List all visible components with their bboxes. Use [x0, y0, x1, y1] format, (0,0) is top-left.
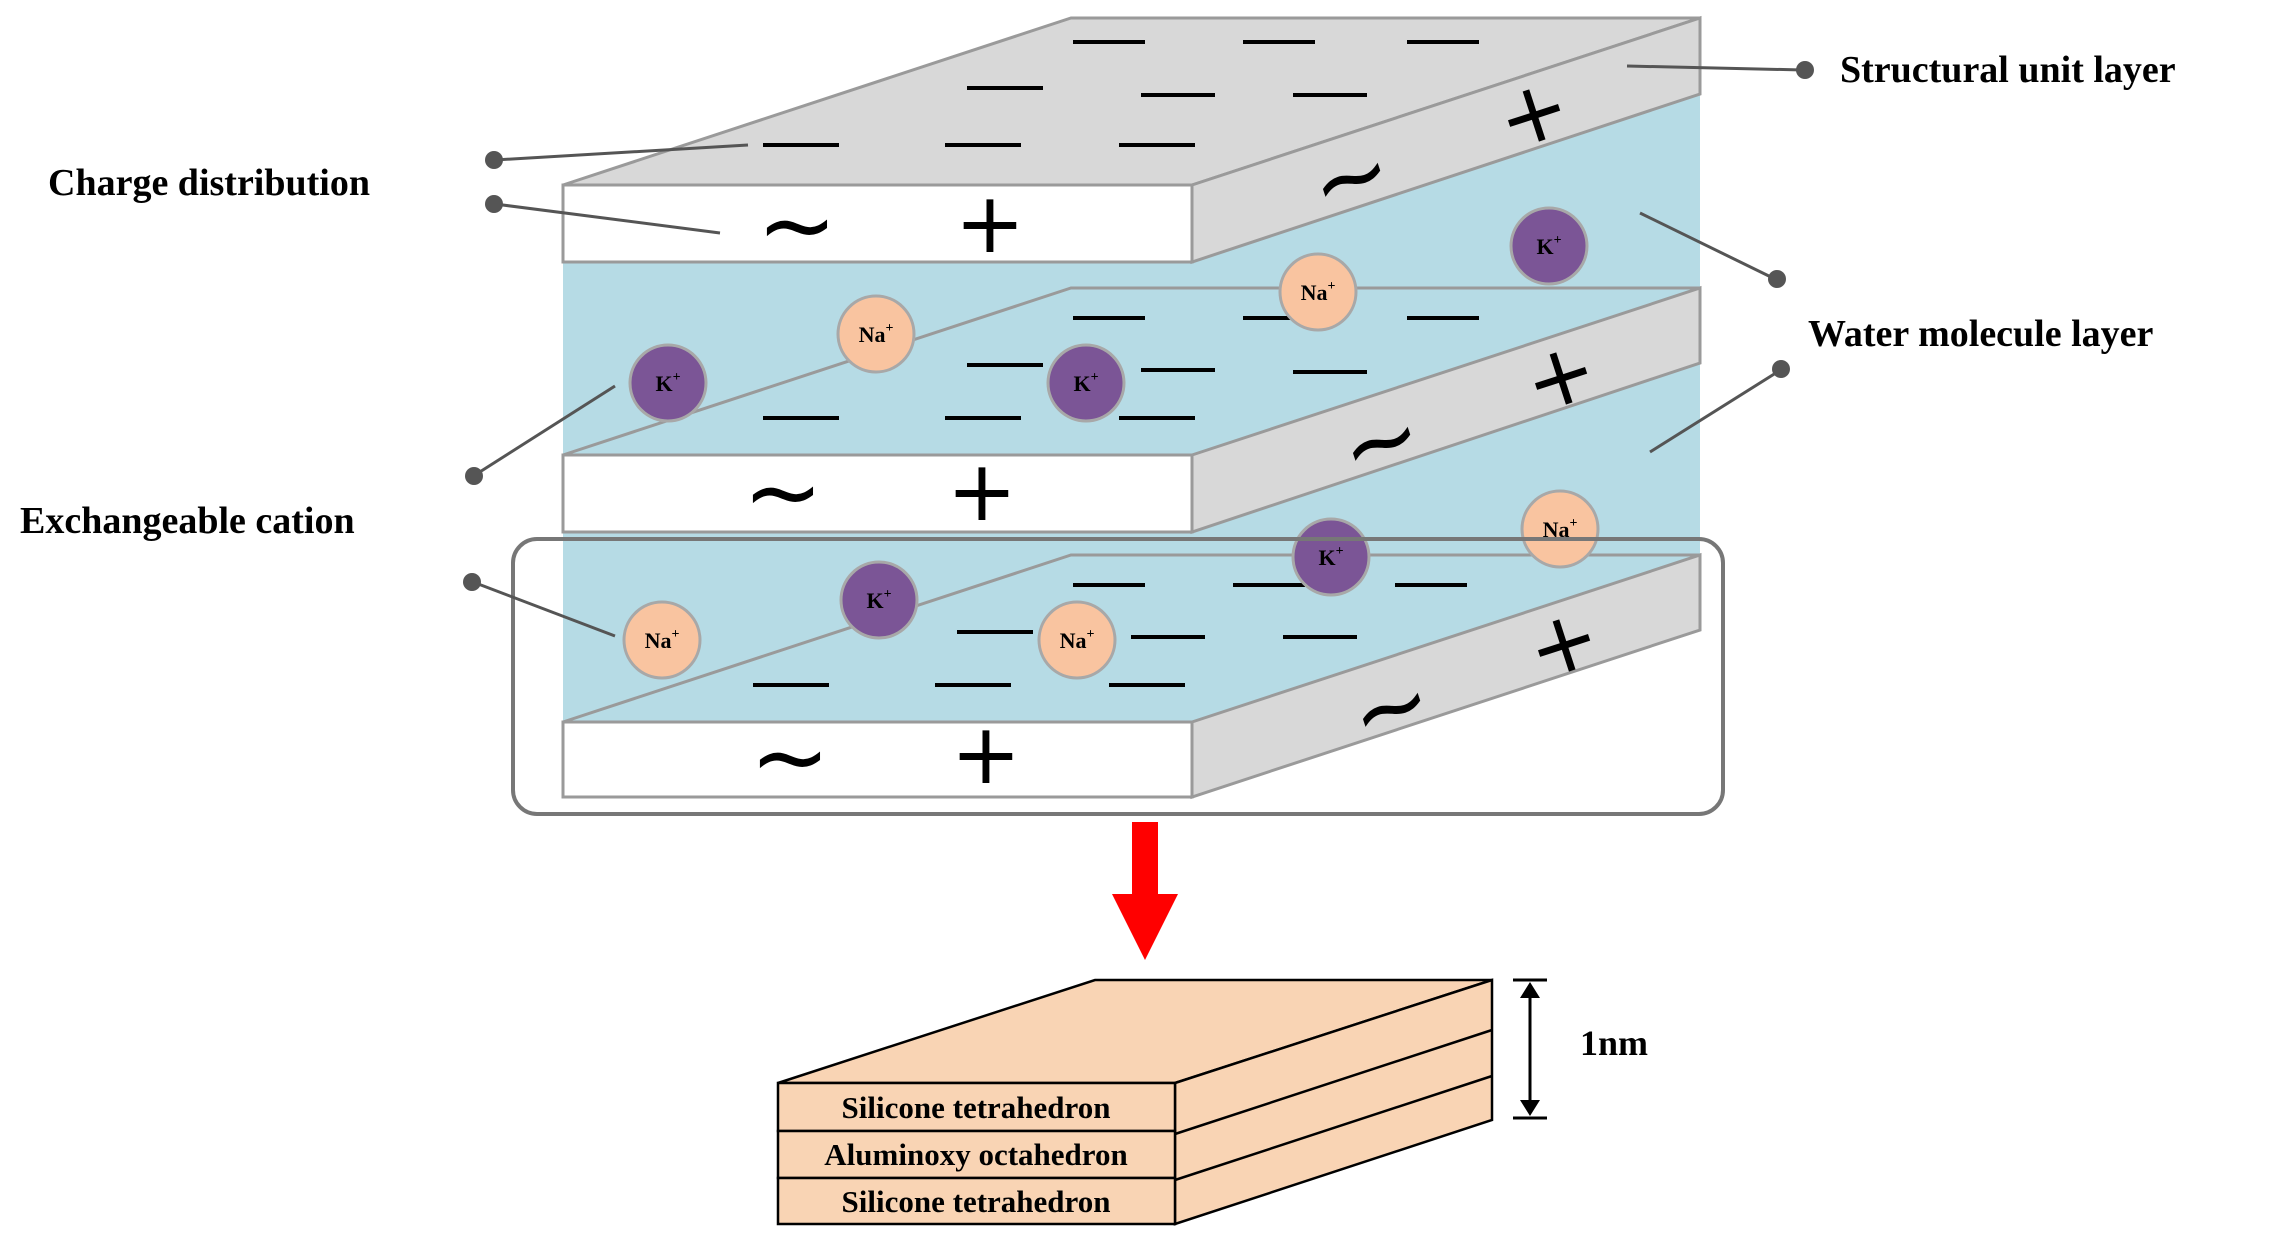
- exchangeable-cation-label: Exchangeable cation: [20, 500, 355, 542]
- svg-text:Na+: Na+: [1060, 627, 1095, 653]
- slab-layer-label: Silicone tetrahedron: [842, 1184, 1111, 1219]
- svg-text:Na+: Na+: [645, 627, 680, 653]
- slab-layer: [776, 1176, 1177, 1226]
- svg-text:K+: K+: [1536, 233, 1561, 259]
- layer-2-top-edge: [562, 286, 1700, 457]
- svg-text:K+: K+: [866, 587, 891, 613]
- selected-unit-frame: [511, 537, 1725, 816]
- layer-2-front-face: [561, 453, 1194, 534]
- potassium-ion: K+: [1046, 343, 1126, 423]
- slab-layer: [776, 1129, 1177, 1180]
- svg-text:K+: K+: [1073, 370, 1098, 396]
- structural-unit-layer-label: Structural unit layer: [1840, 49, 2176, 91]
- layer-2-negative-charges: [763, 316, 1479, 420]
- thickness-indicator: [1513, 978, 1547, 1120]
- sodium-ion: Na+: [1520, 489, 1600, 569]
- layer-2-front-plus: +: [947, 442, 1017, 540]
- water-layer-bottom-side: [1192, 363, 1700, 722]
- layer-1-front-tilde: ~: [757, 169, 837, 281]
- sodium-ion: Na+: [622, 600, 702, 680]
- slab-layer: [776, 1081, 1177, 1133]
- potassium-ion: K+: [839, 560, 919, 640]
- sodium-ion: Na+: [1037, 600, 1117, 680]
- slab-layer-label: Silicone tetrahedron: [842, 1090, 1111, 1125]
- layer-1-front-face: [561, 183, 1194, 264]
- svg-text:K+: K+: [1318, 544, 1343, 570]
- water-molecule-layers: [563, 94, 1700, 722]
- potassium-ion: K+: [628, 343, 708, 423]
- down-arrow-icon: [1112, 822, 1178, 960]
- sodium-ion: Na+: [1278, 252, 1358, 332]
- potassium-ion: K+: [1509, 206, 1589, 286]
- slab-layer-label: Aluminoxy octahedron: [824, 1137, 1127, 1172]
- structural-unit-layer-1: + ~ ~ +: [561, 15, 1702, 281]
- structural-unit-layer-3: + ~ ~ +: [561, 552, 1702, 813]
- unit-cell-slab: Silicone tetrahedron Aluminoxy octahedro…: [776, 978, 1494, 1226]
- layer-3-front-tilde: ~: [750, 701, 830, 813]
- structural-unit-layer-2: + ~ ~ +: [561, 285, 1702, 548]
- layer-1-front-plus: +: [955, 174, 1025, 272]
- layer-3-front-plus: +: [951, 705, 1021, 803]
- callout-lines: [463, 61, 1814, 638]
- svg-text:Na+: Na+: [859, 321, 894, 347]
- thickness-label: 1nm: [1580, 1023, 1648, 1063]
- sodium-ion: Na+: [836, 294, 916, 374]
- charge-distribution-label: Charge distribution: [48, 162, 370, 204]
- layer-2-front-tilde: ~: [743, 436, 823, 548]
- water-molecule-layer-label: Water molecule layer: [1808, 313, 2154, 355]
- potassium-ion: K+: [1291, 517, 1371, 597]
- layer-3-negative-charges: [753, 583, 1467, 687]
- svg-text:Na+: Na+: [1301, 279, 1336, 305]
- layer-1-negative-charges: [763, 40, 1479, 147]
- layer-3-top-edge: [562, 553, 1700, 724]
- svg-text:K+: K+: [655, 370, 680, 396]
- water-layer-top-side: [1192, 94, 1700, 455]
- cations: K+ Na+ Na+ K+ K+ Na+ K+ K+: [622, 206, 1600, 680]
- layer-3-front-face: [561, 720, 1194, 799]
